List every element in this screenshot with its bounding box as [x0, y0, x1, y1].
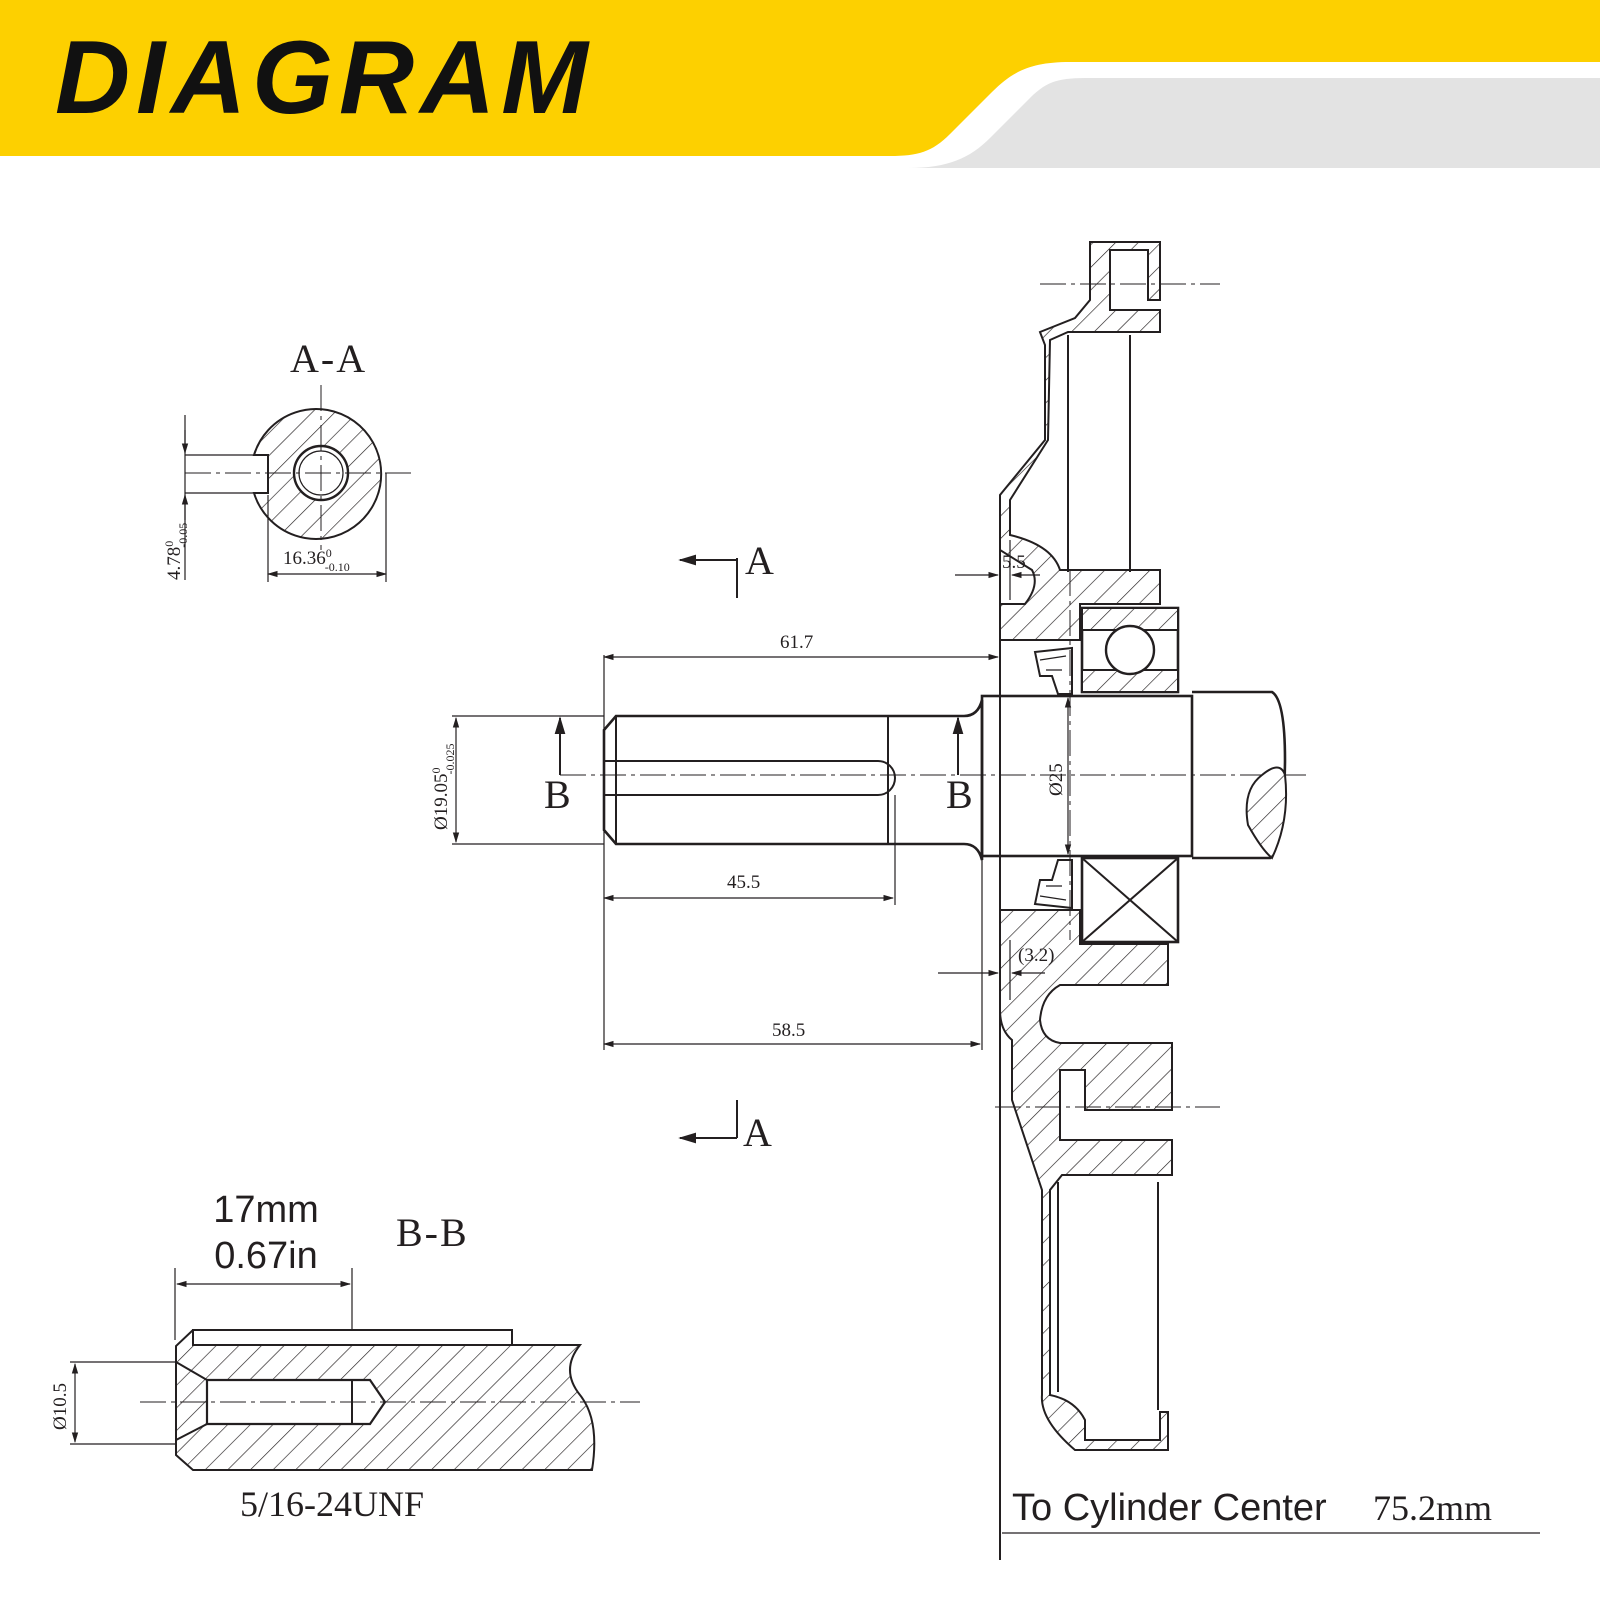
svg-text:A: A [743, 1110, 772, 1155]
crankshaft-pto [602, 699, 984, 861]
bb-depth-in: 0.67in [214, 1235, 318, 1277]
main-view: A A B B [429, 241, 1540, 1560]
section-bb-title: B-B [396, 1210, 469, 1255]
cut-marker-a-bottom: A [678, 1100, 772, 1155]
section-aa-title: A-A [290, 336, 367, 381]
crankcase-cover [999, 241, 1161, 641]
cylinder-center-value: 75.2mm [1373, 1488, 1492, 1528]
header-title: DIAGRAM [55, 20, 594, 136]
cut-marker-b-right: B [946, 716, 973, 817]
bb-bore-diameter: Ø10.5 [50, 1383, 71, 1430]
dim-flange-offset: 5.5 [1002, 552, 1026, 573]
dim-seal-offset: (3.2) [1018, 945, 1054, 966]
cut-marker-b-left: B [544, 716, 571, 817]
key-depth-label: 4.780-0.05 [162, 523, 190, 580]
svg-text:B: B [544, 772, 571, 817]
section-bb-view: B-B 17mm 0.67in Ø10.5 5/16-24UNF [50, 1189, 640, 1524]
flat-width-label: 16.360-0.10 [283, 546, 350, 574]
bb-thread-spec: 5/16-24UNF [240, 1484, 424, 1524]
oil-seal [1033, 646, 1073, 910]
cut-marker-a-top: A [678, 538, 774, 598]
dim-length-overall: 61.7 [780, 632, 813, 653]
keyway-slot [604, 760, 896, 796]
cylinder-center-label: To Cylinder Center [1012, 1487, 1327, 1529]
section-aa-view: A-A 4.780-0.05 16.360-0.10 [162, 336, 415, 582]
dim-bearing-diameter: Ø25 [1046, 763, 1067, 796]
ball-bearing [1080, 606, 1180, 944]
dim-shaft-diameter: Ø19.050-0.025 [429, 744, 457, 830]
header-banner: DIAGRAM [0, 0, 1600, 168]
svg-text:B: B [946, 772, 973, 817]
section-bb-shaft [175, 1329, 596, 1471]
svg-text:A: A [745, 538, 774, 583]
dim-keyway-length: 45.5 [727, 872, 760, 893]
dim-shaft-length: 58.5 [772, 1020, 805, 1041]
bb-depth-mm: 17mm [213, 1189, 319, 1231]
